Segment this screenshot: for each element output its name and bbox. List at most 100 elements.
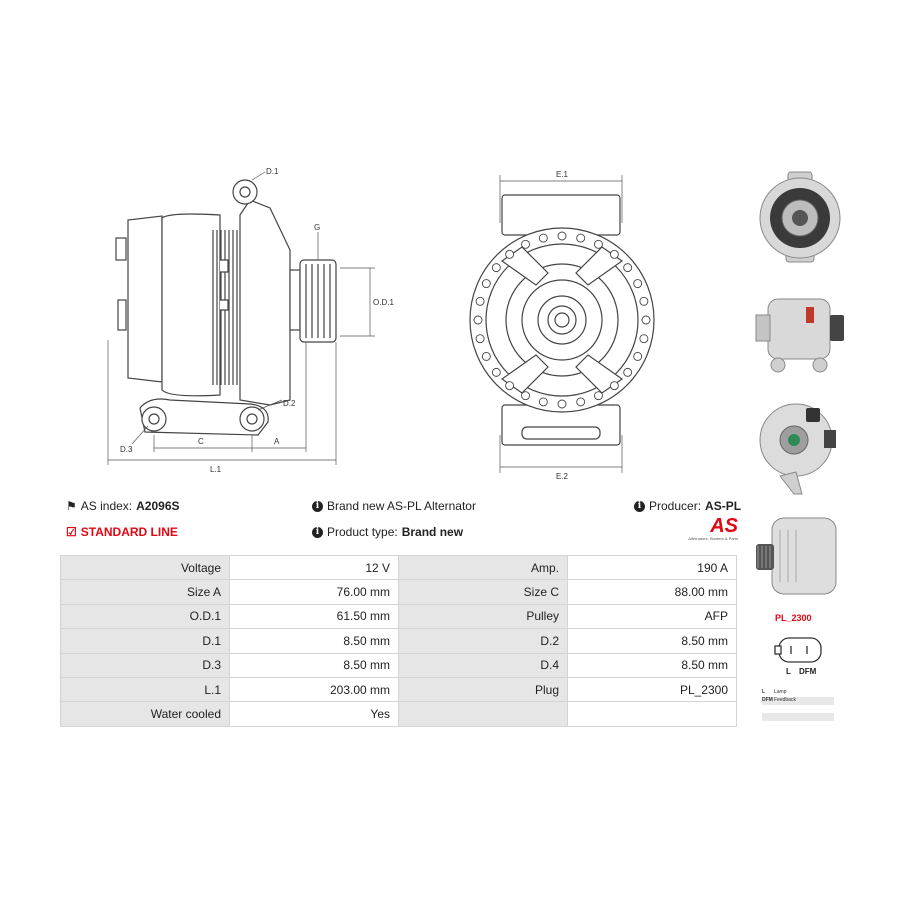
plug-code: PL_2300 (775, 613, 812, 623)
as-index-value: A2096S (136, 499, 180, 513)
spec-value: Yes (229, 701, 399, 727)
photo-three-quarter-view (756, 517, 837, 595)
info-icon: i (634, 500, 645, 512)
spec-value: 8.50 mm (567, 628, 737, 654)
spec-label: D.2 (398, 628, 568, 654)
label-od1: O.D.1 (373, 298, 394, 307)
as-index: ⚑ AS index: A2096S (66, 499, 180, 513)
spec-label: O.D.1 (60, 603, 230, 630)
vent-hole (623, 263, 633, 273)
label-d1: D.1 (266, 167, 279, 176)
vent-hole (639, 296, 649, 306)
label-e1: E.1 (556, 170, 569, 179)
photo-front-view (759, 171, 841, 263)
spec-label: D.1 (60, 628, 230, 654)
label-e2: E.2 (556, 472, 569, 481)
vent-hole (641, 315, 651, 325)
spec-value: 88.00 mm (567, 579, 737, 605)
spec-label: Size C (398, 579, 568, 605)
spec-label (398, 701, 568, 727)
vent-hole (576, 233, 586, 243)
photo-rear-view (759, 403, 836, 495)
vent-hole (491, 263, 501, 273)
vent-hole (633, 351, 643, 361)
spec-label: D.4 (398, 652, 568, 678)
label-d2: D.2 (283, 399, 296, 408)
vent-hole (481, 279, 491, 289)
vent-hole (538, 397, 548, 407)
side-view-drawing: D.1 G O.D.1 D.2 D.3 C A L.1 (107, 167, 394, 474)
spec-value: PL_2300 (567, 676, 737, 703)
legend-row-empty (762, 705, 834, 713)
product-type-value: Brand new (401, 525, 464, 539)
vent-hole (491, 367, 501, 377)
info-icon: i (312, 500, 323, 512)
spec-value: 190 A (567, 554, 737, 581)
spec-label: Pulley (398, 603, 568, 630)
producer: i Producer: AS-PL (634, 499, 741, 513)
spec-value: 203.00 mm (229, 676, 399, 703)
label-l1: L.1 (210, 465, 222, 474)
label-g: G (314, 223, 320, 232)
spec-value (567, 701, 737, 727)
spec-value: AFP (567, 603, 737, 630)
spec-value: 12 V (229, 554, 399, 581)
vent-hole (593, 239, 603, 249)
vent-hole (639, 334, 649, 344)
vent-hole (505, 249, 515, 259)
vent-hole (609, 381, 619, 391)
vent-hole (521, 239, 531, 249)
product-type: i Product type: Brand new (312, 525, 463, 539)
spec-label: Water cooled (60, 701, 230, 727)
as-pl-logo: AS Alternators, Starters & Parts (688, 515, 738, 541)
spec-label: L.1 (60, 676, 230, 703)
front-view-drawing: E.1 E.2 (469, 170, 655, 481)
photo-side-view (755, 298, 844, 373)
vent-hole (475, 334, 485, 344)
vent-hole (609, 249, 619, 259)
standard-line: ☑ STANDARD LINE (66, 525, 178, 539)
vent-hole (557, 231, 567, 241)
spec-value: 8.50 mm (229, 628, 399, 654)
spec-value: 61.50 mm (229, 603, 399, 630)
vent-hole (475, 296, 485, 306)
info-icon: i (312, 526, 323, 538)
label-d3: D.3 (120, 445, 133, 454)
label-c: C (198, 437, 204, 446)
legend-row: DFMFeedback (762, 697, 834, 705)
brand-new-info: i Brand new AS-PL Alternator (312, 499, 476, 513)
vent-hole (623, 367, 633, 377)
checkbox-icon: ☑ (66, 525, 77, 539)
producer-value: AS-PL (705, 499, 742, 513)
spec-label: Size A (60, 579, 230, 605)
spec-value: 76.00 mm (229, 579, 399, 605)
vent-hole (473, 315, 483, 325)
vent-hole (593, 391, 603, 401)
legend-row-empty (762, 713, 834, 721)
vent-hole (481, 351, 491, 361)
spec-label: Voltage (60, 554, 230, 581)
spec-label: D.3 (60, 652, 230, 678)
pin-label-l: L (786, 667, 791, 676)
spec-label: Plug (398, 676, 568, 703)
vent-hole (633, 279, 643, 289)
pin-label-dfm: DFM (798, 667, 817, 676)
plug-connector-diagram (774, 637, 822, 663)
spec-label: Amp. (398, 554, 568, 581)
vent-hole (576, 397, 586, 407)
spec-value: 8.50 mm (229, 652, 399, 678)
spec-value: 8.50 mm (567, 652, 737, 678)
tags-icon: ⚑ (66, 499, 77, 513)
vent-hole (505, 381, 515, 391)
plug-pin-labels: L DFM (786, 667, 816, 676)
vent-hole (521, 391, 531, 401)
vent-hole (538, 233, 548, 243)
